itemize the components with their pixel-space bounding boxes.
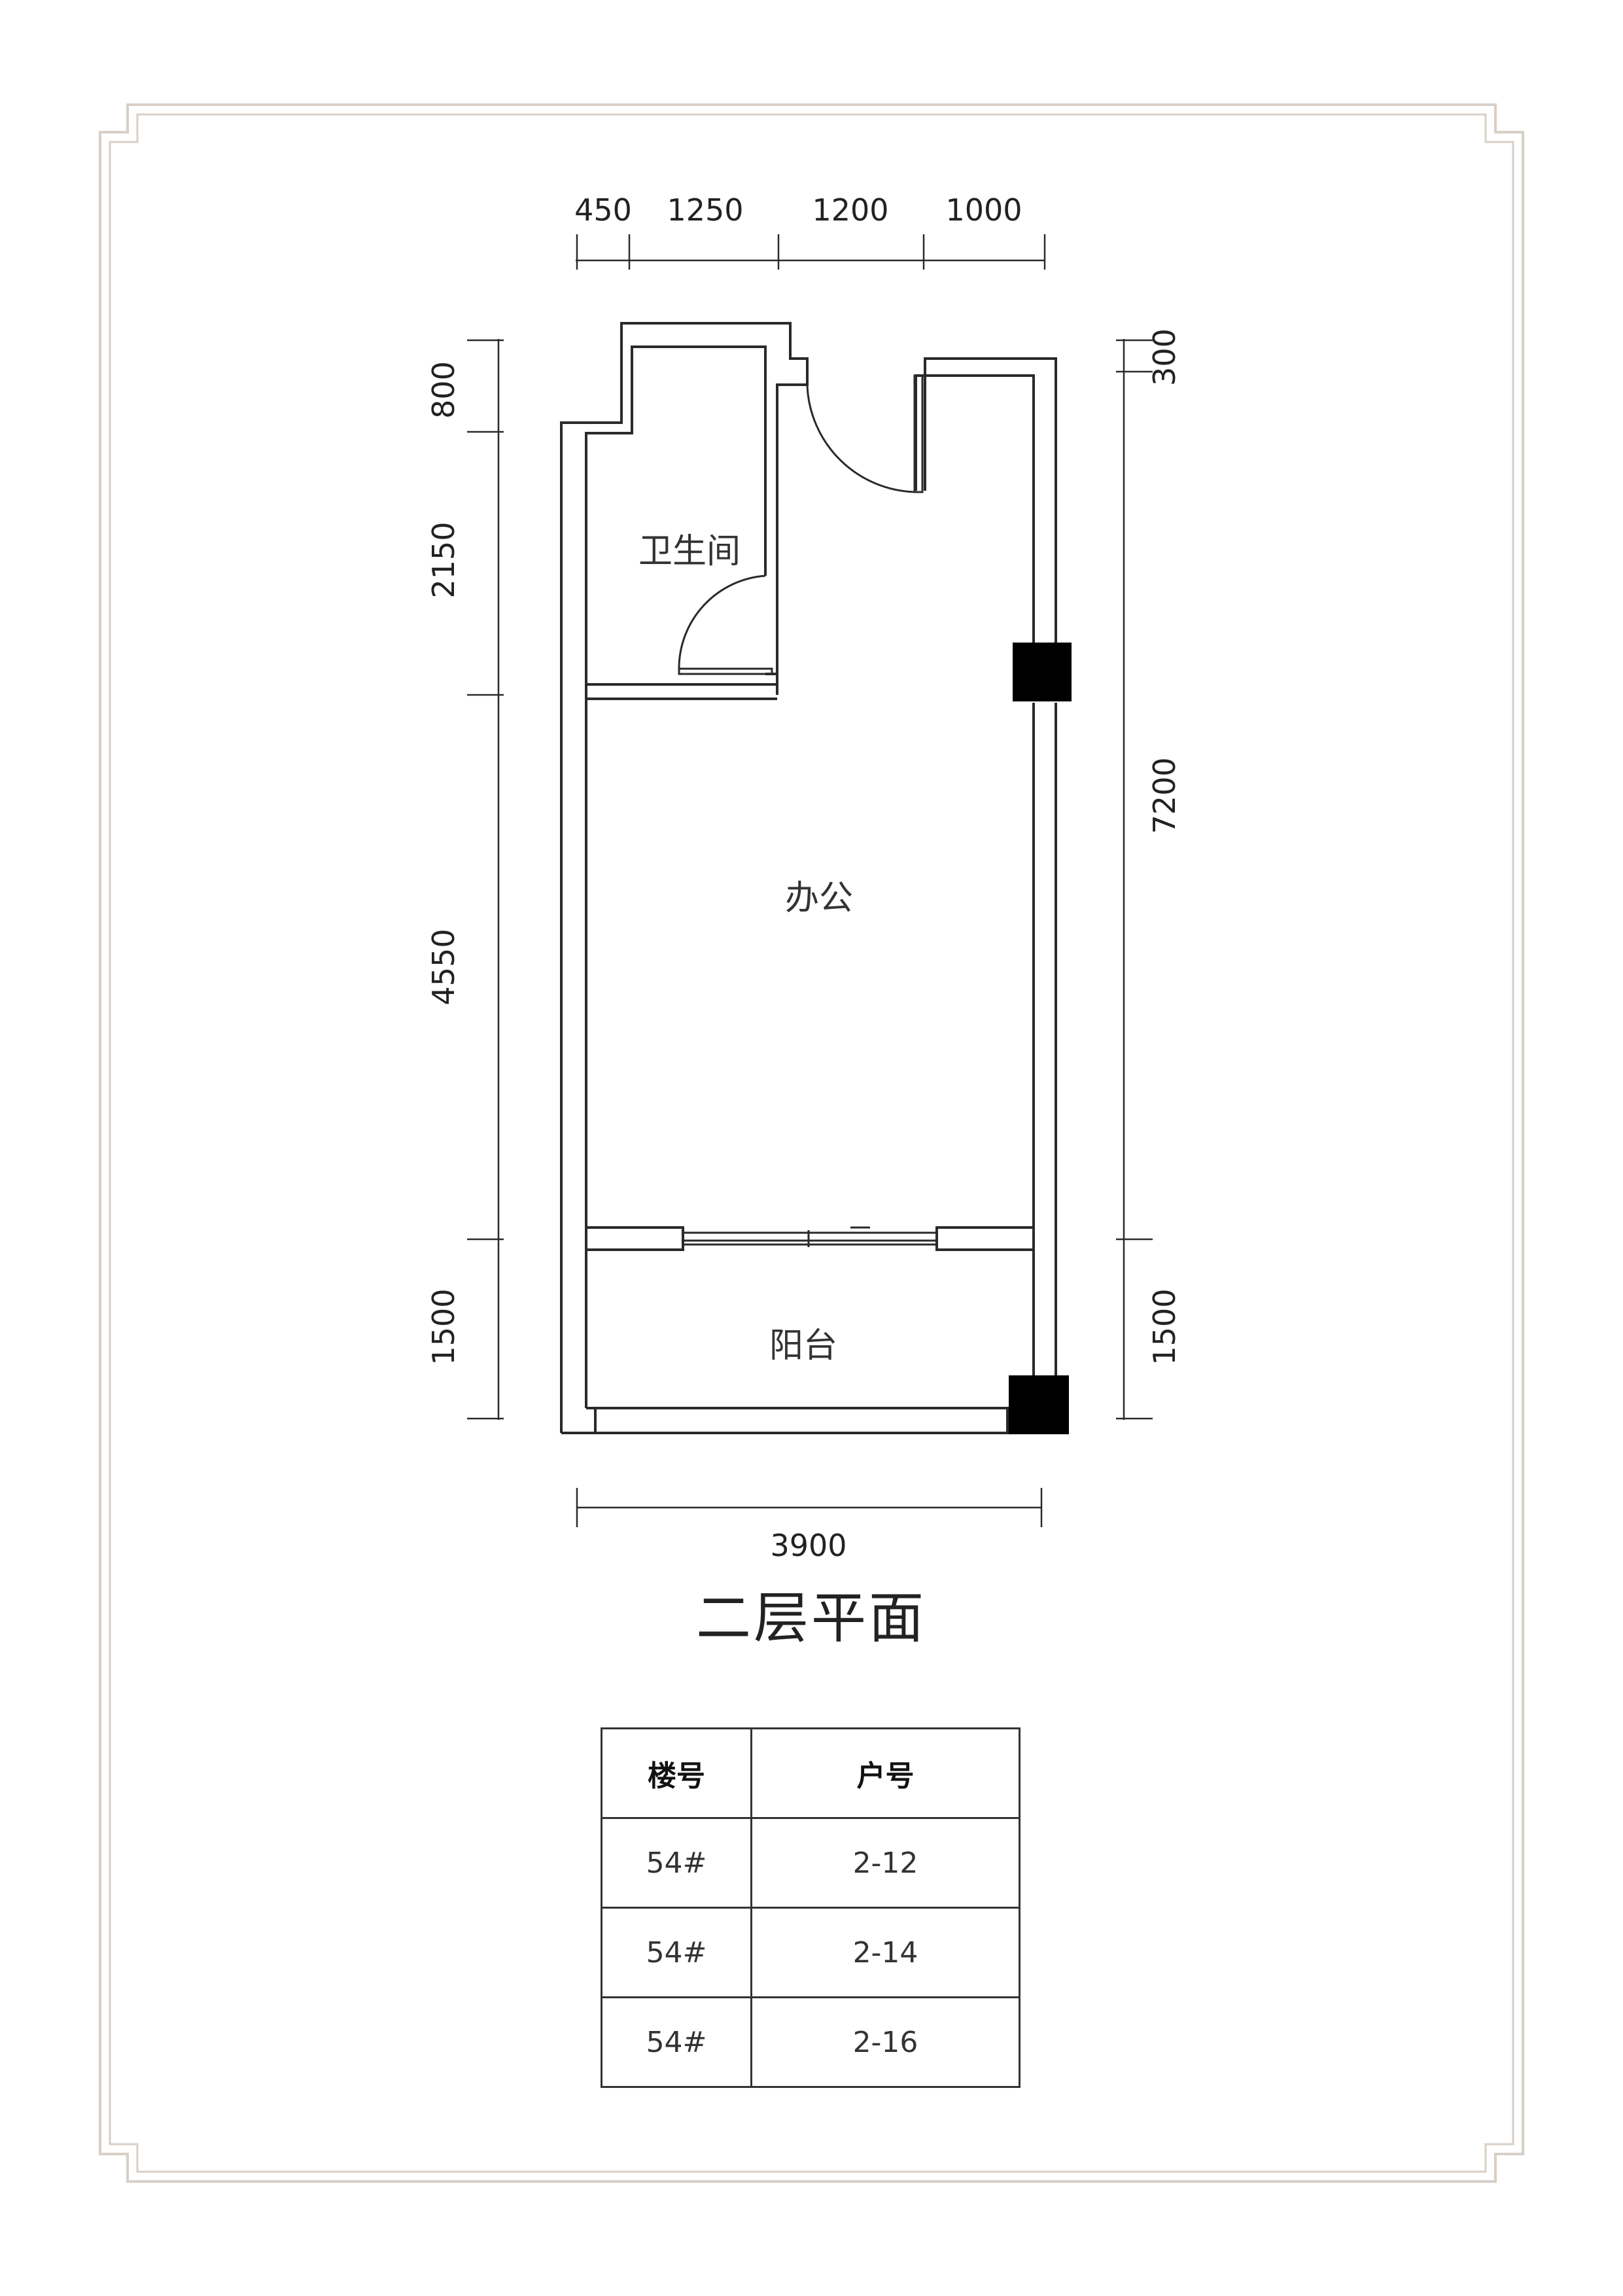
dim-left-3: 4550 [426, 928, 461, 1005]
table-row: 54# 2-12 [601, 1817, 1021, 1909]
dim-right-1: 300 [1147, 328, 1182, 386]
dim-left-1: 800 [426, 361, 461, 419]
cell-unit-no: 2-16 [750, 1996, 1021, 2088]
top-dimension-chain: 450 1250 1200 1000 [574, 192, 1046, 270]
table-header-row: 楼号 户号 [601, 1727, 1021, 1819]
cell-unit-no: 2-12 [750, 1817, 1021, 1909]
bottom-dimension: 3900 [576, 1488, 1043, 1563]
header-building-no: 楼号 [601, 1727, 752, 1819]
dim-top-4: 1000 [945, 192, 1022, 228]
dim-top-1: 450 [574, 192, 632, 228]
walls [560, 322, 1057, 1434]
room-label-bathroom: 卫生间 [638, 532, 741, 571]
cell-unit-no: 2-14 [750, 1907, 1021, 1998]
dim-left-4: 1500 [426, 1288, 461, 1365]
header-unit-no: 户号 [750, 1727, 1021, 1819]
dim-top-3: 1200 [812, 192, 888, 228]
room-label-office: 办公 [785, 879, 853, 918]
decorative-frame [99, 103, 1524, 2183]
dim-right-2: 7200 [1147, 757, 1182, 834]
room-label-balcony: 阳台 [769, 1326, 837, 1366]
cell-building-no: 54# [601, 1907, 752, 1998]
column-upper [1013, 643, 1072, 701]
table-row: 54# 2-14 [601, 1907, 1021, 1998]
dim-bottom: 3900 [770, 1528, 846, 1563]
doors [678, 374, 924, 675]
cell-building-no: 54# [601, 1996, 752, 2088]
left-dimension-chain: 800 2150 4550 1500 [426, 339, 504, 1420]
dim-left-2: 2150 [426, 521, 461, 598]
plan-title: 二层平面 [696, 1586, 926, 1650]
column-lower [1009, 1375, 1069, 1434]
dim-right-3: 1500 [1147, 1288, 1182, 1365]
table-row: 54# 2-16 [601, 1996, 1021, 2088]
unit-table: 楼号 户号 54# 2-12 54# 2-14 54# 2-16 [601, 1727, 1021, 2088]
right-dimension-chain: 300 7200 1500 [1116, 328, 1182, 1420]
dim-top-2: 1250 [667, 192, 743, 228]
cell-building-no: 54# [601, 1817, 752, 1909]
